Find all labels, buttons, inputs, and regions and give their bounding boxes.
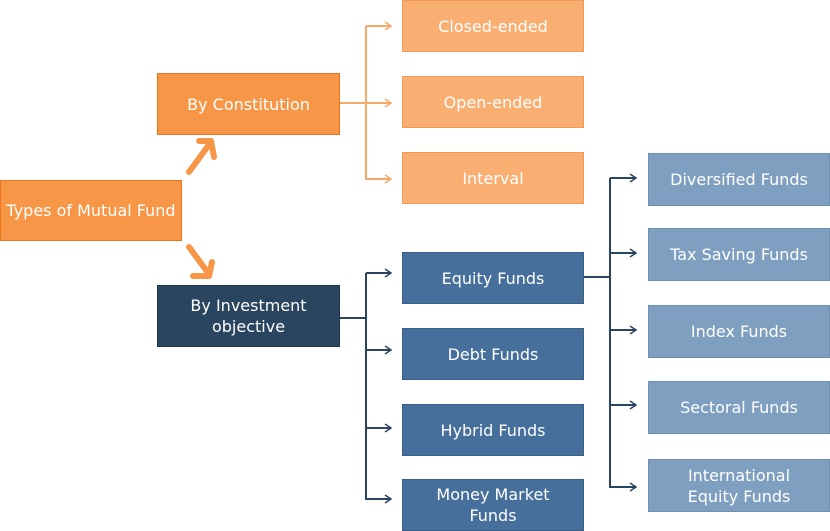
- international-equity-funds-node: International Equity Funds: [648, 459, 830, 512]
- interval-node: Interval: [402, 152, 584, 204]
- arrow-down-icon: [186, 244, 215, 279]
- by-constitution-node: By Constitution: [157, 73, 340, 135]
- equity-connector: [584, 178, 636, 488]
- tax-saving-funds-node: Tax Saving Funds: [648, 228, 830, 281]
- by-investment-objective-node: By Investment objective: [157, 285, 340, 347]
- hybrid-funds-node: Hybrid Funds: [402, 404, 584, 456]
- open-ended-node: Open-ended: [402, 76, 584, 128]
- debt-funds-node: Debt Funds: [402, 328, 584, 380]
- sectoral-funds-node: Sectoral Funds: [648, 381, 830, 434]
- equity-funds-node: Equity Funds: [402, 252, 584, 304]
- constitution-connector: [340, 26, 391, 180]
- index-funds-node: Index Funds: [648, 305, 830, 358]
- money-market-funds-node: Money Market Funds: [402, 479, 584, 531]
- objective-connector: [340, 273, 391, 500]
- arrow-up-icon: [186, 138, 217, 175]
- root-arrows: [186, 138, 217, 279]
- closed-ended-node: Closed-ended: [402, 0, 584, 52]
- diversified-funds-node: Diversified Funds: [648, 153, 830, 206]
- root-node: Types of Mutual Fund: [0, 180, 182, 241]
